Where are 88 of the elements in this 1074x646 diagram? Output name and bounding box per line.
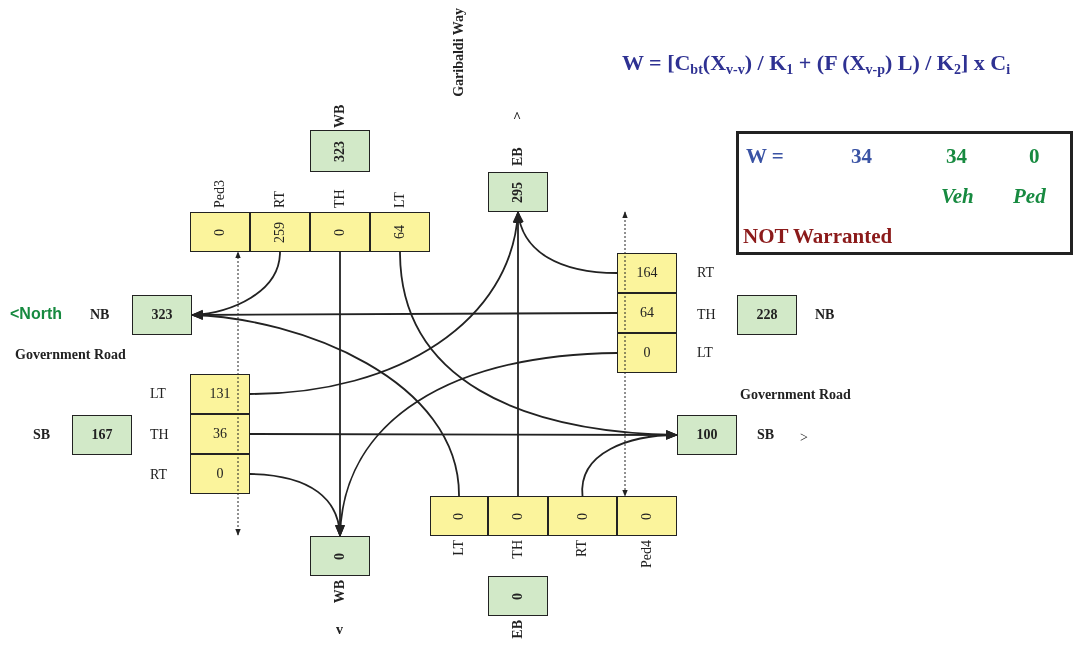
- turning-movement-arrow: [249, 473, 344, 538]
- movement-volume: 0: [511, 512, 525, 520]
- column-label: Veh: [941, 186, 974, 207]
- movement-label: LT: [393, 192, 407, 208]
- movement-volume: 0: [643, 346, 651, 360]
- direction-label: WB: [333, 580, 347, 604]
- movement-label: RT: [273, 190, 287, 208]
- pedestrian-arrow: [622, 211, 628, 497]
- pedestrian-arrow: [235, 251, 241, 536]
- direction-label: WB: [333, 104, 347, 128]
- movement-count-cell: [430, 496, 488, 536]
- approach-volume: 100: [696, 428, 718, 442]
- movement-label: Ped3: [213, 180, 227, 208]
- approach-total-box: [72, 415, 132, 455]
- movement-volume: 0: [640, 512, 654, 520]
- warrant-formula: W = [C$_{bt}$(X$_{v-v}$) / K$_{1}$ + (F (X$_{v-p}$) L) / K$_{2}$] x C$_{i}$: [622, 50, 1011, 79]
- direction-label: ^: [513, 111, 522, 125]
- movement-count-cell: [617, 253, 677, 293]
- movement-count-cell: [190, 212, 250, 252]
- movement-volume: 0: [213, 228, 227, 236]
- movement-label: LT: [697, 346, 713, 360]
- direction-label: SB: [757, 428, 775, 442]
- movement-label: RT: [575, 540, 589, 558]
- warrant-result-box: [736, 131, 1073, 255]
- approach-volume: 228: [756, 308, 778, 322]
- approach-volume: 323: [151, 308, 173, 322]
- approach-volume: 167: [91, 428, 113, 442]
- movement-volume: 0: [575, 512, 590, 520]
- movement-label: LT: [452, 540, 466, 556]
- movement-volume: 36: [213, 427, 227, 441]
- result-value: 34: [851, 146, 872, 167]
- direction-label: NB: [815, 308, 835, 322]
- movement-volume: 64: [640, 306, 654, 320]
- approach-total-box: [737, 295, 797, 335]
- direction-label: NB: [90, 308, 110, 322]
- column-label: Ped: [1013, 186, 1046, 207]
- movement-volume: 0: [452, 512, 466, 520]
- movement-volume: 0: [333, 228, 347, 236]
- direction-label: EB: [511, 620, 525, 639]
- street-name: Government Road: [740, 388, 851, 402]
- movement-label: Ped4: [640, 540, 654, 568]
- approach-total-box: [677, 415, 737, 455]
- approach-volume: 295: [511, 181, 525, 203]
- movement-count-cell: [617, 333, 677, 373]
- direction-label: v: [336, 623, 343, 637]
- approach-total-box: [132, 295, 192, 335]
- movement-label: TH: [150, 428, 169, 442]
- movement-label: TH: [697, 308, 716, 322]
- direction-label: SB: [33, 428, 51, 442]
- turning-movement-arrow: [581, 430, 679, 497]
- movement-count-cell: [310, 212, 370, 252]
- approach-total-box: [310, 536, 370, 576]
- result-label: W =: [746, 146, 784, 167]
- movement-volume: 64: [393, 225, 407, 239]
- movement-label: TH: [333, 189, 347, 208]
- result-value: 0: [1029, 146, 1040, 167]
- movement-label: LT: [150, 387, 166, 401]
- approach-volume: 0: [511, 592, 525, 600]
- street-name: Government Road: [15, 348, 126, 362]
- north-indicator: <North: [10, 306, 62, 322]
- movement-label: >: [800, 431, 808, 445]
- warrant-status: NOT Warranted: [743, 226, 893, 247]
- turning-movement-arrow: [513, 210, 523, 497]
- turning-movement-arrow: [190, 310, 460, 497]
- movement-volume: 259: [273, 221, 287, 243]
- movement-count-cell: [617, 293, 677, 333]
- direction-label: EB: [511, 147, 525, 166]
- movement-label: RT: [697, 266, 715, 280]
- movement-count-cell: [548, 496, 617, 536]
- approach-volume: 0: [333, 552, 347, 560]
- movement-count-cell: [617, 496, 677, 536]
- approach-volume: 323: [333, 140, 347, 162]
- movement-volume: 131: [209, 387, 231, 401]
- result-value: 34: [946, 146, 967, 167]
- movement-count-cell: [250, 212, 310, 252]
- movement-volume: 164: [636, 266, 658, 280]
- movement-label: RT: [150, 468, 168, 482]
- movement-count-cell: [190, 374, 250, 414]
- movement-count-cell: [370, 212, 430, 252]
- movement-count-cell: [190, 454, 250, 494]
- approach-total-box: [488, 576, 548, 616]
- approach-total-box: [488, 172, 548, 212]
- movement-volume: 0: [216, 467, 224, 481]
- movement-count-cell: [488, 496, 548, 536]
- street-name: Garibaldi Way: [452, 8, 466, 97]
- approach-total-box: [310, 130, 370, 172]
- movement-label: TH: [511, 540, 525, 559]
- movement-count-cell: [190, 414, 250, 454]
